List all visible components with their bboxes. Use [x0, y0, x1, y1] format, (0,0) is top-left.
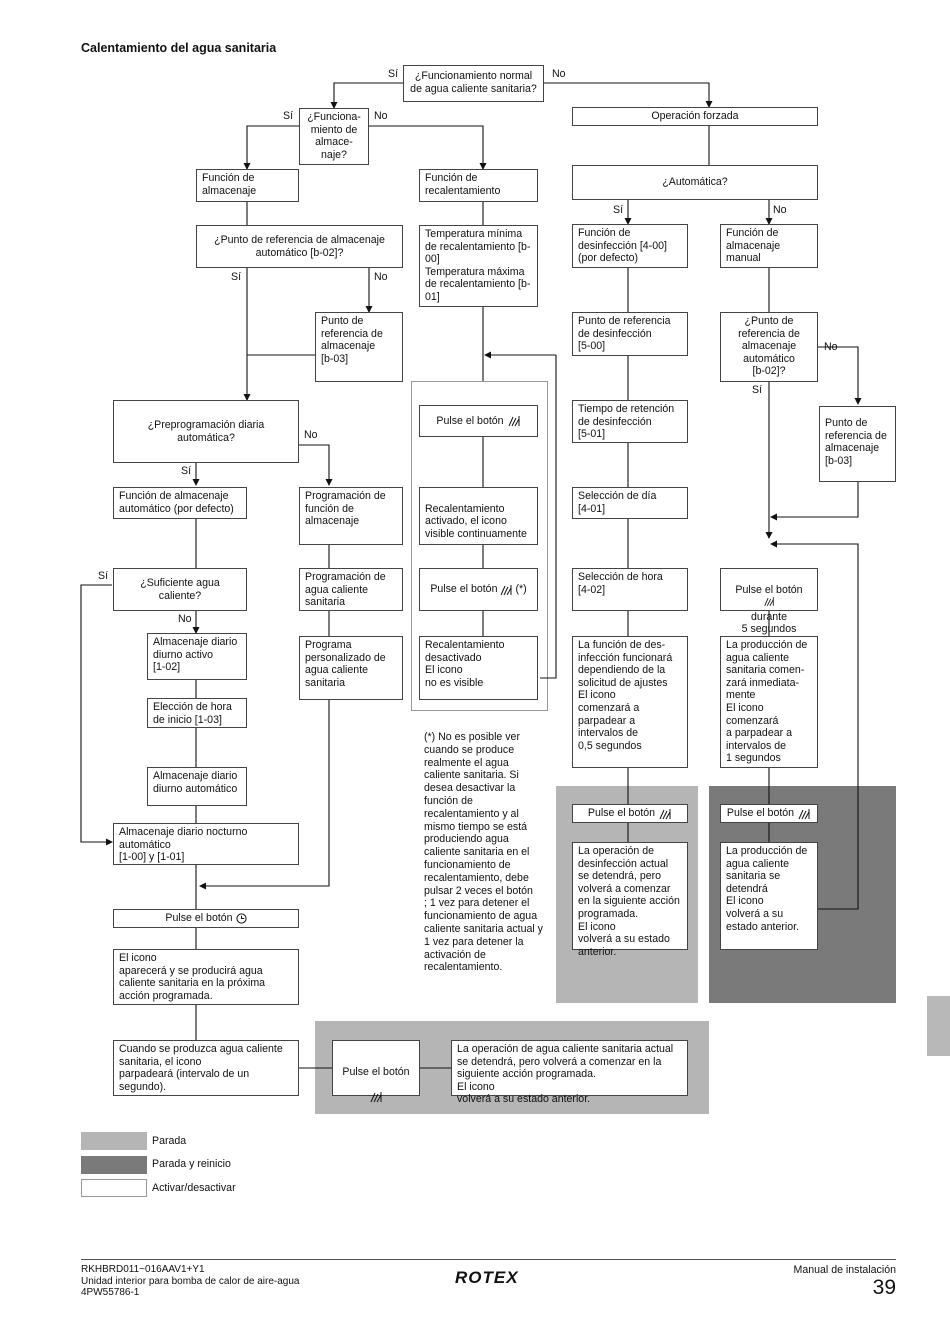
press-button-label: Pulse el botón	[726, 807, 795, 820]
clock-icon-appears-box: El icono aparecerá y se producirá agua c…	[113, 949, 299, 1005]
hot-water-programming-box: Programación de agua caliente sanitaria	[299, 568, 403, 611]
press-button-1[interactable]: Pulse el botón	[419, 405, 538, 437]
enough-hot-water-question: ¿Suficiente agua caliente?	[113, 568, 247, 611]
hour-selection-box: Selección de hora [4-02]	[572, 568, 688, 611]
hot-water-stop-box: La operación de agua caliente sanitaria …	[451, 1040, 688, 1105]
yes-label: Sí	[613, 204, 624, 216]
brand-logo: ROTEX	[455, 1268, 519, 1287]
daily-night-storage-box: Almacenaje diario nocturno automático [1…	[113, 823, 299, 865]
yes-label: Sí	[231, 271, 242, 283]
press-button-label: Pulse el botón	[165, 912, 233, 925]
clock-icon	[235, 913, 247, 924]
production-stop-box: La producción de agua caliente sanitaria…	[720, 842, 818, 950]
reheat-temperature-box: Temperatura mínima de recalentamiento [b…	[419, 225, 538, 307]
legend-label-stop: Parada	[152, 1135, 187, 1147]
legend-swatch-stop	[81, 1132, 147, 1150]
press-button-6[interactable]: Pulse el botón	[332, 1040, 420, 1103]
page-number: 39	[872, 1276, 896, 1299]
legend-label-toggle: Activar/desactivar	[152, 1182, 236, 1194]
footer-divider	[81, 1259, 896, 1260]
disinfection-function-box: Función de desinfección [4-00] (por defe…	[572, 224, 688, 268]
storage-operation-question: ¿Funciona- miento de almace- naje?	[299, 108, 369, 165]
press-button-5-seconds[interactable]: Pulse el botón durante 5 segundos	[720, 568, 818, 635]
custom-program-box: Programa personalizado de agua caliente …	[299, 636, 403, 700]
hot-water-icon	[508, 416, 520, 427]
no-label: No	[552, 68, 566, 80]
press-button-3[interactable]: Pulse el botón	[572, 804, 688, 823]
yes-label: Sí	[752, 384, 763, 396]
no-label: No	[304, 429, 318, 441]
reheat-function-box: Función de recalentamiento	[419, 169, 538, 202]
disinfection-retention-box: Tiempo de retención de desinfección [5-0…	[572, 400, 688, 443]
yes-label: Sí	[98, 570, 109, 582]
forced-operation-box: Operación forzada	[572, 107, 818, 126]
yes-label: Sí	[283, 110, 294, 122]
press-button-4[interactable]: Pulse el botón	[720, 804, 818, 823]
storage-setpoint-question: ¿Punto de referencia de almacenaje autom…	[196, 225, 403, 268]
footnote-marker: (*)	[515, 583, 527, 596]
press-clock-button[interactable]: Pulse el botón	[113, 909, 299, 928]
press-button-label: Pulse el botón	[436, 414, 504, 427]
reheat-activated-text: Recalentamiento activado, el icono visib…	[425, 502, 527, 540]
hot-water-production-box: La producción de agua caliente sanitaria…	[720, 636, 818, 768]
reheat-frame	[411, 381, 548, 711]
hot-water-icon	[370, 1091, 382, 1103]
no-label: No	[374, 110, 388, 122]
hot-water-icon	[659, 808, 671, 819]
no-label: No	[773, 204, 787, 216]
no-label: No	[824, 341, 838, 353]
legend-swatch-stop-restart	[81, 1156, 147, 1174]
automatic-storage-default-box: Función de almacenaje automático (por de…	[113, 487, 247, 519]
storage-setpoint-b03-box: Punto de referencia de almacenaje [b-03]	[315, 312, 403, 382]
legend-swatch-toggle	[81, 1179, 147, 1197]
storage-setpoint-b03-box-2: Punto de referencia de almacenaje [b-03]	[819, 406, 896, 482]
daily-preprogram-question: ¿Preprogramación diaria automática?	[113, 400, 299, 463]
no-label: No	[374, 271, 388, 283]
disinfection-runs-box: La función de des- infección funcionará …	[572, 636, 688, 768]
start-time-selection-box: Elección de hora de inicio [1-03]	[147, 698, 247, 728]
press-button-label: Pulse el botón	[735, 583, 803, 596]
daily-day-storage-auto-box: Almacenaje diario diurno automático	[147, 767, 247, 806]
yes-label: Sí	[388, 68, 399, 80]
when-producing-box: Cuando se produzca agua caliente sanitar…	[113, 1040, 299, 1096]
day-selection-box: Selección de día [4-01]	[572, 487, 688, 519]
storage-function-box: Función de almacenaje	[196, 169, 299, 202]
storage-programming-box: Programación de función de almacenaje	[299, 487, 403, 545]
reheat-activated-box: Recalentamiento activado, el icono visib…	[419, 487, 538, 545]
hot-water-icon	[798, 808, 810, 819]
duration-text: durante 5 segundos	[741, 610, 797, 636]
press-button-label: Pulse el botón	[342, 1065, 410, 1078]
press-button-label: Pulse el botón	[430, 583, 498, 596]
manual-title: Manual de instalación	[793, 1264, 896, 1276]
manual-storage-box: Función de almacenaje manual	[720, 224, 818, 268]
normal-operation-question: ¿Funcionamiento normal de agua caliente …	[403, 65, 544, 102]
press-button-label: Pulse el botón	[587, 807, 656, 820]
disinfection-setpoint-box: Punto de referencia de desinfección [5-0…	[572, 312, 688, 356]
hot-water-icon	[764, 597, 774, 607]
no-label: No	[178, 613, 192, 625]
disinfection-stop-box: La operación de desinfección actual se d…	[572, 842, 688, 958]
press-button-2[interactable]: Pulse el botón (*)	[419, 568, 538, 611]
daily-day-storage-active-box: Almacenaje diario diurno activo [1-02]	[147, 633, 247, 680]
page-title: Calentamiento del agua sanitaria	[81, 41, 277, 55]
footer-model-info: RKHBRD011~016AAV1+Y1 Unidad interior par…	[81, 1264, 300, 1298]
legend-label-stop-restart: Parada y reinicio	[152, 1158, 231, 1170]
storage-setpoint-question-2: ¿Punto de referencia de almacenaje autom…	[720, 312, 818, 382]
yes-label: Sí	[181, 465, 192, 477]
reheat-deactivated-box: Recalentamiento desactivado El icono no …	[419, 636, 538, 700]
footnote: (*) No es posible ver cuando se produce …	[424, 731, 543, 974]
hot-water-icon	[501, 584, 512, 595]
automatic-question: ¿Automática?	[572, 165, 818, 200]
section-tab	[927, 996, 950, 1056]
